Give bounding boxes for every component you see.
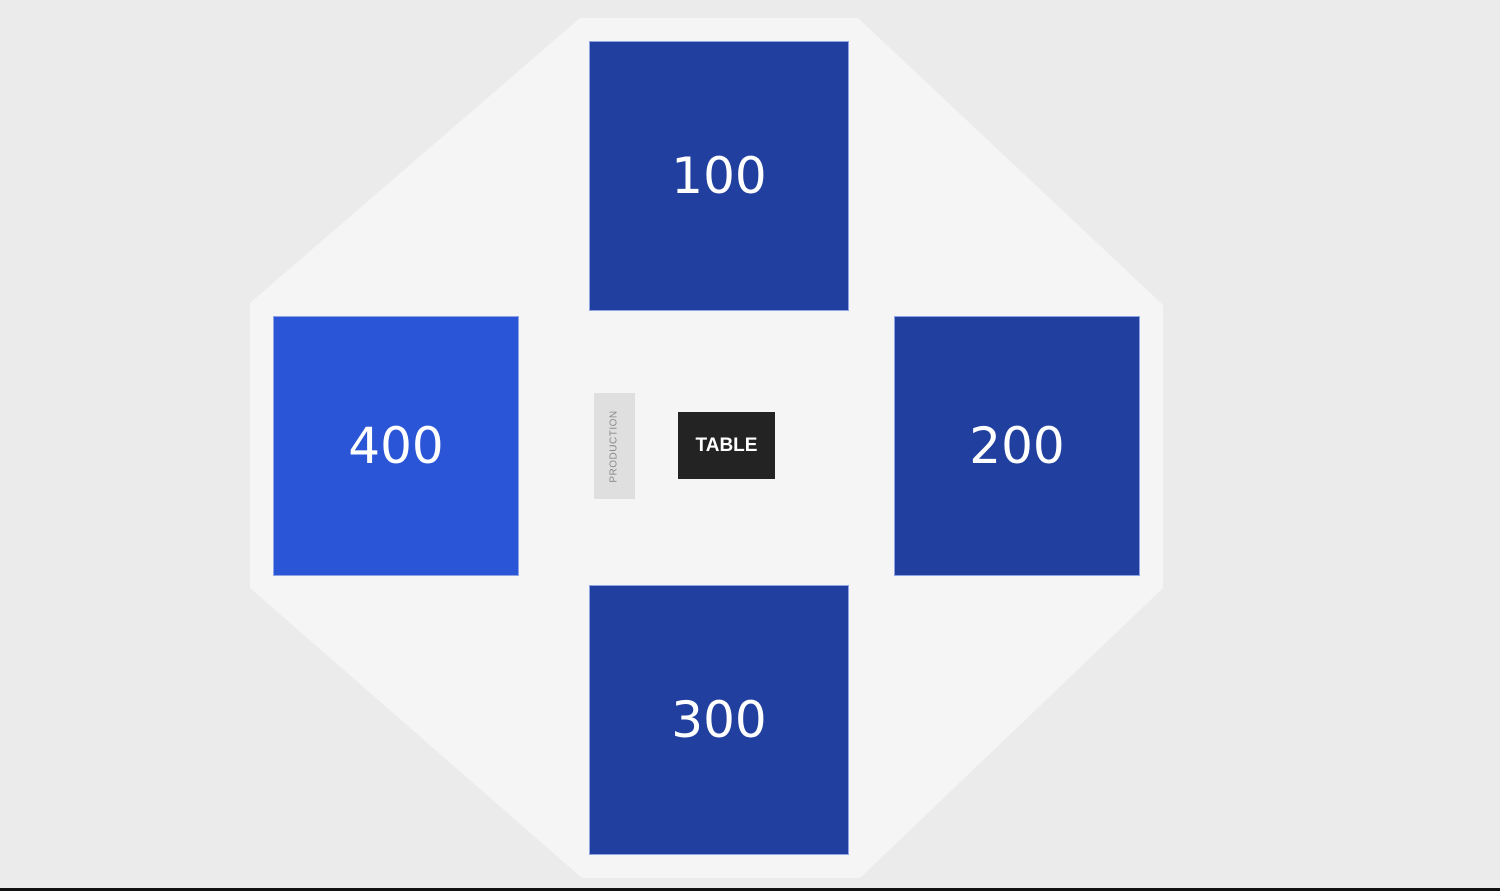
production-label: PRODUCTION bbox=[609, 409, 621, 483]
section-300-label: 300 bbox=[671, 691, 767, 749]
production-area: PRODUCTION bbox=[594, 393, 635, 499]
table-area: TABLE bbox=[678, 412, 775, 479]
section-100-label: 100 bbox=[671, 147, 767, 205]
table-label: TABLE bbox=[695, 434, 758, 456]
section-300[interactable]: 300 bbox=[589, 585, 849, 855]
section-400[interactable]: 400 bbox=[273, 316, 519, 576]
section-100[interactable]: 100 bbox=[589, 41, 849, 311]
section-200-label: 200 bbox=[969, 417, 1065, 475]
bottom-border bbox=[0, 888, 1500, 891]
section-200[interactable]: 200 bbox=[894, 316, 1140, 576]
section-400-label: 400 bbox=[348, 417, 444, 475]
